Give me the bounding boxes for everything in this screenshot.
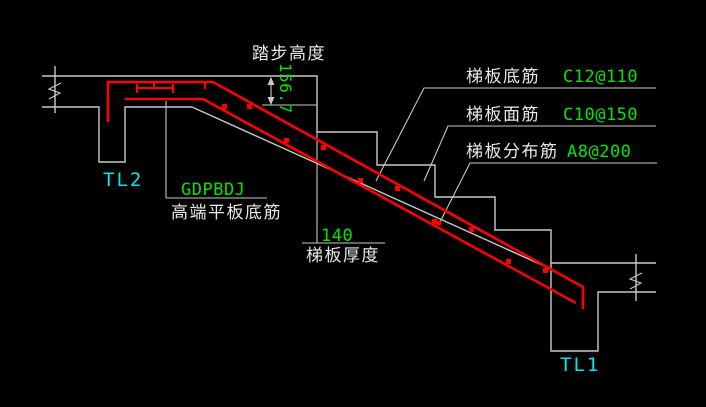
beam-label-tl1[interactable]: TL1 — [560, 354, 601, 376]
distribution-bar-sections — [222, 104, 548, 273]
break-mark-left — [47, 66, 62, 113]
beam-label-tl2[interactable]: TL2 — [103, 169, 144, 191]
slab-bottom-bar-name[interactable]: 高端平板底筋 — [171, 203, 282, 222]
callout-distribution-bar-spec[interactable]: A8@200 — [567, 142, 632, 162]
rebar-anchorage-marks — [136, 82, 206, 93]
callout-top-bar-label[interactable]: 梯板面筋 — [466, 105, 540, 124]
slab-bottom-bar-leader — [165, 101, 267, 199]
stair-step-outline[interactable] — [42, 75, 656, 352]
callout-top-bar-spec[interactable]: C10@150 — [563, 105, 639, 125]
rebar-bottom-bar[interactable] — [106, 80, 585, 309]
slab-bottom-bar-code[interactable]: GDPBDJ — [181, 180, 246, 200]
break-mark-right — [628, 254, 643, 301]
step-height-label[interactable]: 踏步高度 — [252, 44, 326, 63]
thickness-label[interactable]: 梯板厚度 — [306, 246, 380, 265]
callout-bottom-bar-label[interactable]: 梯板底筋 — [466, 67, 540, 86]
step-height-value[interactable]: 156.7 — [276, 63, 295, 114]
callout-distribution-bar-label[interactable]: 梯板分布筋 — [466, 142, 559, 161]
soffit-line — [191, 106, 554, 271]
callout-bottom-bar-spec[interactable]: C12@110 — [563, 67, 639, 87]
thickness-value[interactable]: 140 — [321, 226, 354, 246]
callout-leader-lines — [375, 87, 657, 223]
step-height-dimension[interactable] — [262, 77, 317, 106]
rebar-top-bar[interactable] — [125, 97, 577, 305]
distribution-bar-leader-target-dot — [436, 220, 442, 226]
